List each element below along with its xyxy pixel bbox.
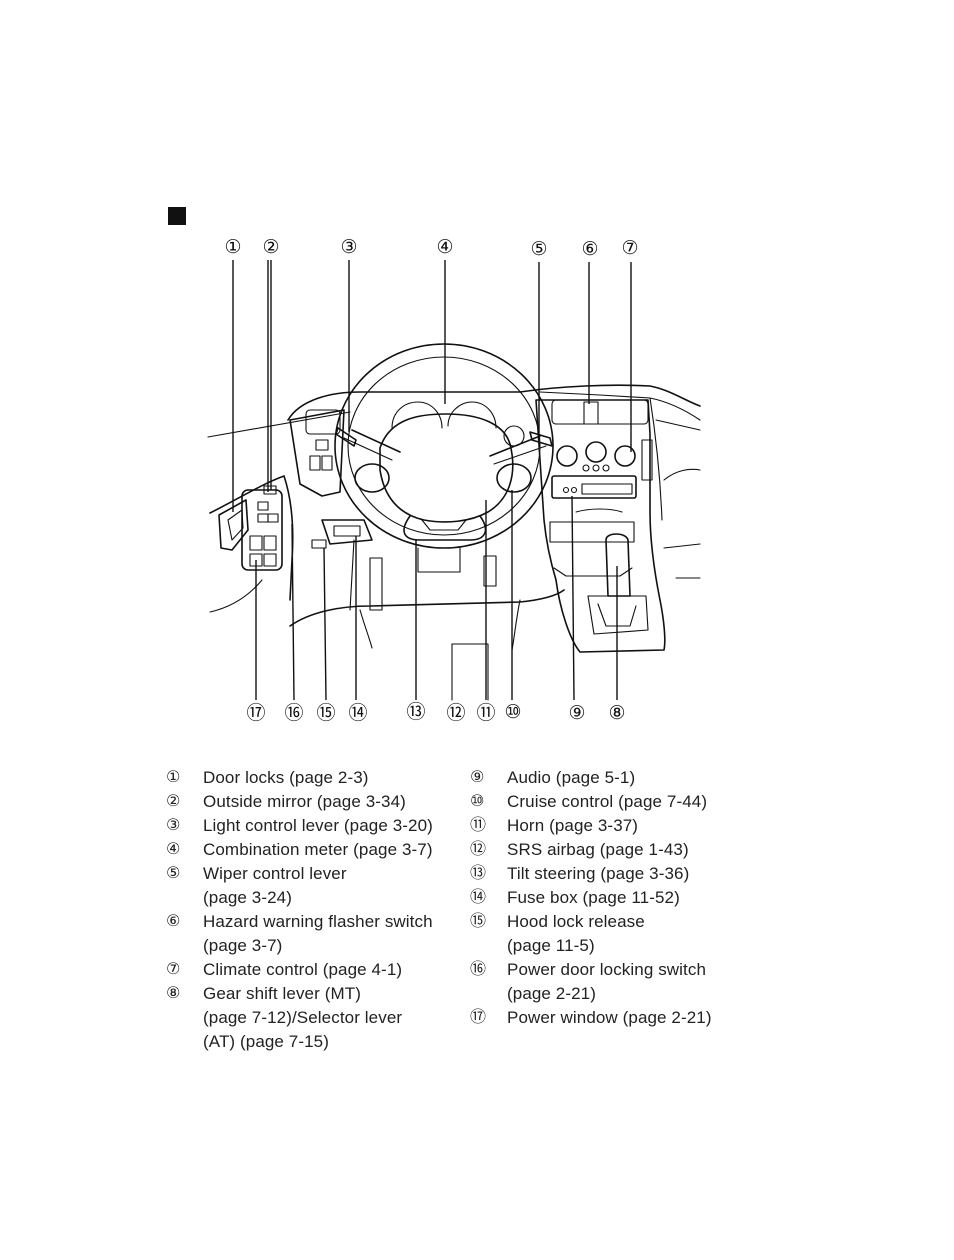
- callout-4: ④: [436, 237, 454, 258]
- legend-item: ⑥ Hazard warning flasher switch (page 3-7…: [166, 910, 466, 958]
- callout-1: ①: [224, 237, 242, 258]
- legend-text: Hazard warning flasher switch (page 3-7): [203, 912, 433, 955]
- legend-left-column: ① Door locks (page 2-3) ② Outside mirror (…: [166, 766, 466, 1054]
- legend-number: ⑫: [470, 841, 487, 858]
- legend-number: ⑩: [470, 793, 485, 810]
- callout-14: ⑭: [348, 703, 368, 724]
- callout-12: ⑫: [446, 703, 466, 724]
- legend-text: Horn (page 3-37): [507, 816, 639, 835]
- legend-number: ⑪: [470, 817, 487, 834]
- legend-text: Power window (page 2-21): [507, 1008, 712, 1027]
- legend-item: ⑩ Cruise control (page 7-44): [470, 790, 760, 814]
- legend-item: ⑨ Audio (page 5-1): [470, 766, 760, 790]
- legend-item: ⑯ Power door locking switch (page 2-21): [470, 958, 760, 1006]
- legend-number: ⑮: [470, 913, 487, 930]
- legend-item: ⑤ Wiper control lever (page 3-24): [166, 862, 466, 910]
- legend-item: ① Door locks (page 2-3): [166, 766, 466, 790]
- legend-text: Outside mirror (page 3-34): [203, 792, 406, 811]
- legend-text: Door locks (page 2-3): [203, 768, 369, 787]
- legend-text: Cruise control (page 7-44): [507, 792, 708, 811]
- legend-number: ①: [166, 769, 181, 786]
- legend-number: ⑤: [166, 865, 181, 882]
- legend-text: Gear shift lever (MT) (page 7-12)/Select…: [203, 984, 403, 1051]
- legend-text: Hood lock release (page 11-5): [507, 912, 645, 955]
- legend-text: Tilt steering (page 3-36): [507, 864, 690, 883]
- legend-number: ⑯: [470, 961, 487, 978]
- legend-number: ⑬: [470, 865, 487, 882]
- legend-number: ⑭: [470, 889, 487, 906]
- legend-number: ⑨: [470, 769, 485, 786]
- legend-item: ⑮ Hood lock release (page 11-5): [470, 910, 760, 958]
- dashboard-diagram: [207, 260, 701, 701]
- legend-item: ③ Light control lever (page 3-20): [166, 814, 466, 838]
- legend-number: ⑧: [166, 985, 181, 1002]
- callout-15: ⑮: [316, 703, 336, 724]
- section-marker: [168, 207, 186, 225]
- callout-17: ⑰: [246, 703, 266, 724]
- legend-item: ⑪ Horn (page 3-37): [470, 814, 760, 838]
- legend-text: SRS airbag (page 1-43): [507, 840, 689, 859]
- legend-item: ⑭ Fuse box (page 11-52): [470, 886, 760, 910]
- callout-6: ⑥: [581, 239, 599, 260]
- legend-number: ⑦: [166, 961, 181, 978]
- callout-16: ⑯: [284, 703, 304, 724]
- legend-text: Power door locking switch (page 2-21): [507, 960, 707, 1003]
- callout-13: ⑬: [406, 702, 426, 723]
- callout-10: ⑩: [504, 702, 522, 723]
- legend-number: ③: [166, 817, 181, 834]
- callout-8: ⑧: [608, 703, 626, 724]
- legend-item: ② Outside mirror (page 3-34): [166, 790, 466, 814]
- legend-number: ⑰: [470, 1009, 487, 1026]
- legend-number: ②: [166, 793, 181, 810]
- legend-text: Audio (page 5-1): [507, 768, 636, 787]
- callout-5: ⑤: [530, 239, 548, 260]
- legend-item: ⑫ SRS airbag (page 1-43): [470, 838, 760, 862]
- legend-item: ⑬ Tilt steering (page 3-36): [470, 862, 760, 886]
- legend-right-column: ⑨ Audio (page 5-1) ⑩ Cruise control (page …: [470, 766, 760, 1030]
- legend-text: Light control lever (page 3-20): [203, 816, 433, 835]
- legend-item: ⑦ Climate control (page 4-1): [166, 958, 466, 982]
- callout-3: ③: [340, 237, 358, 258]
- callout-9: ⑨: [568, 703, 586, 724]
- legend-text: Wiper control lever (page 3-24): [203, 864, 347, 907]
- legend-item: ④ Combination meter (page 3-7): [166, 838, 466, 862]
- legend-text: Fuse box (page 11-52): [507, 888, 680, 907]
- legend-text: Combination meter (page 3-7): [203, 840, 433, 859]
- callout-2: ②: [262, 237, 280, 258]
- callout-7: ⑦: [621, 238, 639, 259]
- legend-number: ⑥: [166, 913, 181, 930]
- legend-number: ④: [166, 841, 181, 858]
- legend-text: Climate control (page 4-1): [203, 960, 403, 979]
- legend-item: ⑧ Gear shift lever (MT) (page 7-12)/Selec…: [166, 982, 466, 1054]
- legend-item: ⑰ Power window (page 2-21): [470, 1006, 760, 1030]
- callout-11: ⑪: [476, 703, 496, 724]
